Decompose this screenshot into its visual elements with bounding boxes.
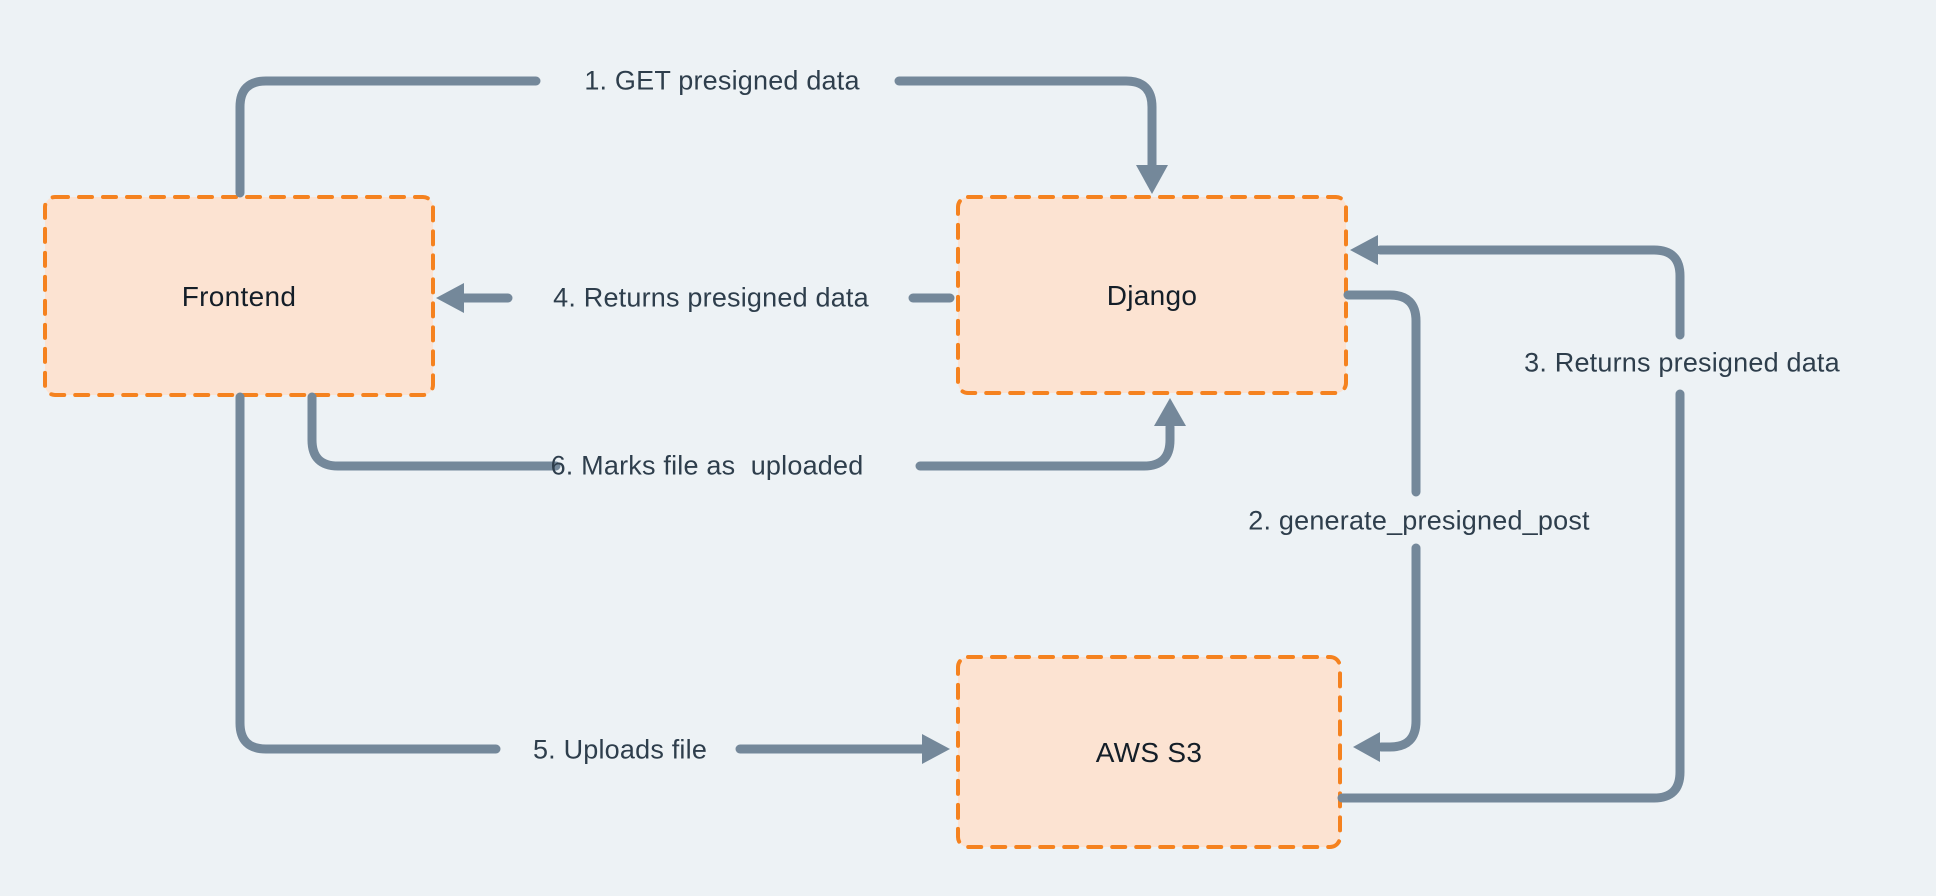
edge-3-arrowhead-left-icon (1350, 235, 1378, 265)
aws-s3-node (956, 655, 1342, 849)
edge-1-line-start (235, 76, 541, 198)
edge-1-line-end (894, 76, 1157, 171)
edge-3-line-start (1337, 389, 1685, 803)
edge-3-line-end (1375, 245, 1685, 340)
edge-2-line-start (1343, 290, 1421, 497)
edge-1-arrowhead-down-icon (1136, 165, 1168, 194)
node-shapes (43, 195, 1348, 849)
edge-4-arrowhead-left-icon (436, 283, 464, 313)
edge-2-arrowhead-left-icon (1353, 732, 1380, 762)
django-node (956, 195, 1348, 395)
edge-5-line-start (235, 392, 501, 754)
edge-shapes (235, 76, 1685, 803)
edge-6-line-start (307, 392, 561, 471)
edge-2-line-end (1376, 543, 1421, 752)
frontend-node (43, 195, 435, 397)
edge-5-arrowhead-right-icon (922, 734, 950, 764)
edge-arrowheads (436, 165, 1380, 764)
edge-6-arrowhead-up-icon (1154, 398, 1186, 426)
edge-6-line-end (915, 422, 1175, 471)
